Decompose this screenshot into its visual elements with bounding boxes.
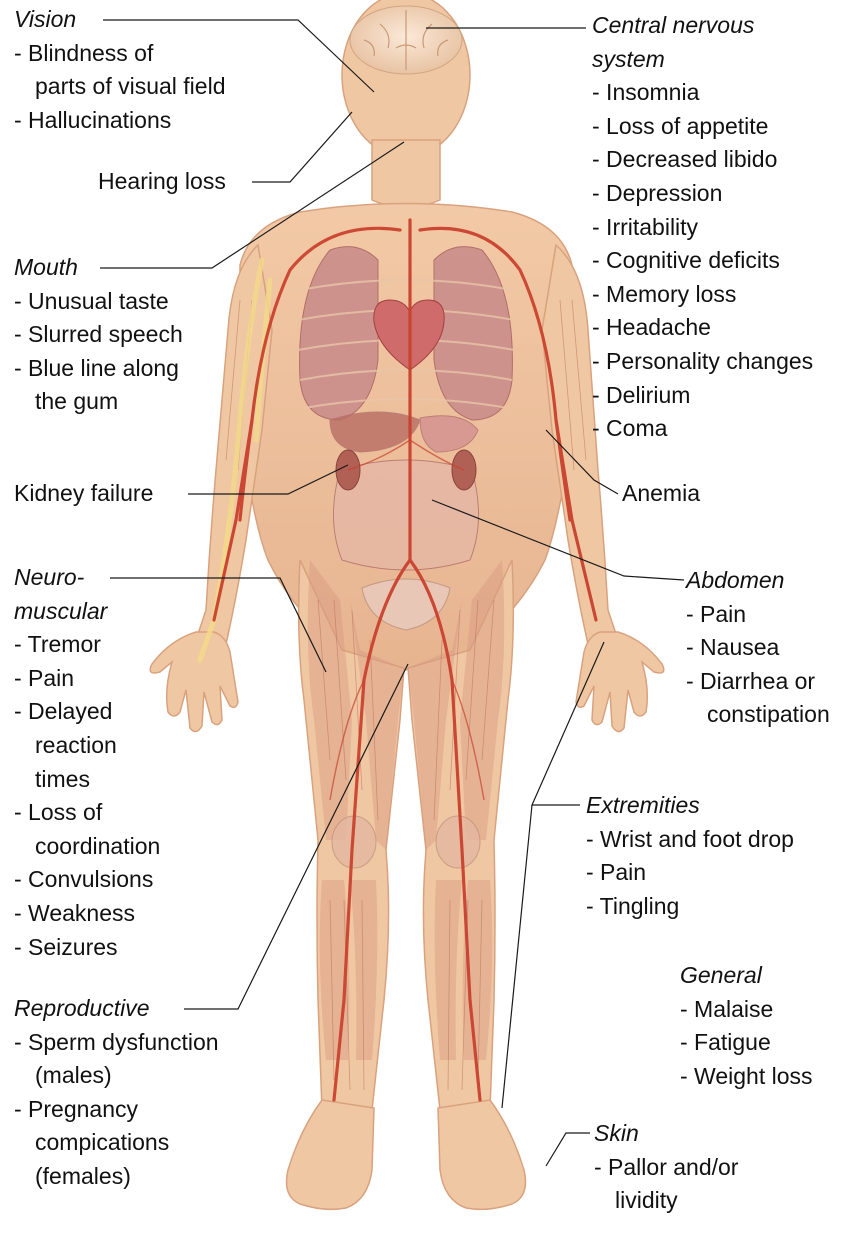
cns-item: - Irritability	[592, 211, 813, 245]
neuromuscular-item: - Pain	[14, 662, 160, 696]
abdomen-item: - Nausea	[686, 631, 830, 665]
cns-heading: Central nervous	[592, 9, 813, 43]
cns-item: - Memory loss	[592, 278, 813, 312]
cns-item: - Headache	[592, 311, 813, 345]
general-heading: General	[680, 959, 813, 993]
vision-item: parts of visual field	[14, 70, 225, 104]
neuromuscular-item: - Tremor	[14, 628, 160, 662]
neck	[372, 140, 440, 208]
extremities-item: - Pain	[586, 856, 794, 890]
brain-icon	[350, 6, 462, 74]
label-cns: Central nervous system - Insomnia - Loss…	[592, 9, 813, 446]
label-abdomen: Abdomen - Pain - Nausea - Diarrhea or co…	[686, 564, 830, 732]
abdomen-item: - Pain	[686, 598, 830, 632]
neuromuscular-heading: muscular	[14, 595, 160, 629]
vision-item: - Hallucinations	[14, 104, 225, 138]
label-mouth: Mouth - Unusual taste - Slurred speech -…	[14, 251, 183, 419]
anemia-text: Anemia	[622, 477, 700, 511]
general-item: - Malaise	[680, 993, 813, 1027]
reproductive-item: - Sperm dysfunction	[14, 1026, 219, 1060]
label-hearing: Hearing loss	[98, 165, 226, 199]
vision-item: - Blindness of	[14, 37, 225, 71]
reproductive-heading: Reproductive	[14, 992, 219, 1026]
left-hand	[150, 632, 238, 732]
cns-item: - Delirium	[592, 379, 813, 413]
neuromuscular-item: - Weakness	[14, 897, 160, 931]
extremities-heading: Extremities	[586, 789, 794, 823]
mouth-item: the gum	[14, 385, 183, 419]
skin-heading: Skin	[594, 1117, 738, 1151]
cns-item: - Decreased libido	[592, 143, 813, 177]
reproductive-item: - Pregnancy	[14, 1093, 219, 1127]
neuromuscular-item: - Loss of	[14, 796, 160, 830]
cns-item: - Depression	[592, 177, 813, 211]
label-vision: Vision - Blindness of parts of visual fi…	[14, 3, 225, 137]
extremities-leader	[532, 642, 604, 805]
mouth-heading: Mouth	[14, 251, 183, 285]
cns-heading: system	[592, 43, 813, 77]
neuromuscular-heading: Neuro-	[14, 561, 160, 595]
mouth-item: - Blue line along	[14, 352, 183, 386]
hearing-text: Hearing loss	[98, 165, 226, 199]
left-arm	[196, 245, 272, 644]
label-general: General - Malaise - Fatigue - Weight los…	[680, 959, 813, 1093]
label-kidney: Kidney failure	[14, 477, 153, 511]
right-foot	[438, 1100, 526, 1209]
cns-item: - Coma	[592, 412, 813, 446]
general-item: - Fatigue	[680, 1026, 813, 1060]
mouth-item: - Unusual taste	[14, 285, 183, 319]
vision-heading: Vision	[14, 3, 225, 37]
kidney-text: Kidney failure	[14, 477, 153, 511]
label-extremities: Extremities - Wrist and foot drop - Pain…	[586, 789, 794, 923]
skin-item: - Pallor and/or	[594, 1151, 738, 1185]
extremities-item: - Wrist and foot drop	[586, 823, 794, 857]
label-anemia: Anemia	[622, 477, 700, 511]
hearing-leader	[252, 112, 352, 182]
abdomen-item: - Diarrhea or	[686, 665, 830, 699]
skin-leader	[546, 1133, 590, 1166]
reproductive-item: compications	[14, 1126, 219, 1160]
right-hand	[576, 632, 664, 732]
abdomen-heading: Abdomen	[686, 564, 830, 598]
neuromuscular-item: coordination	[14, 830, 160, 864]
general-item: - Weight loss	[680, 1060, 813, 1094]
cns-item: - Loss of appetite	[592, 110, 813, 144]
extremities-foot-leader	[502, 805, 532, 1108]
reproductive-item: (females)	[14, 1160, 219, 1194]
cns-item: - Personality changes	[592, 345, 813, 379]
label-skin: Skin - Pallor and/or lividity	[594, 1117, 738, 1218]
neuromuscular-item: - Convulsions	[14, 863, 160, 897]
label-reproductive: Reproductive - Sperm dysfunction (males)…	[14, 992, 219, 1194]
left-foot	[287, 1100, 375, 1209]
abdominal-organs	[330, 412, 479, 570]
extremities-item: - Tingling	[586, 890, 794, 924]
neuromuscular-item: - Seizures	[14, 931, 160, 965]
neuromuscular-item: - Delayed	[14, 695, 160, 729]
abdomen-item: constipation	[686, 698, 830, 732]
mouth-item: - Slurred speech	[14, 318, 183, 352]
cns-item: - Cognitive deficits	[592, 244, 813, 278]
cns-item: - Insomnia	[592, 76, 813, 110]
skin-item: lividity	[594, 1184, 738, 1218]
label-neuromuscular: Neuro- muscular - Tremor - Pain - Delaye…	[14, 561, 160, 964]
human-body-anatomy-icon	[150, 0, 664, 1209]
reproductive-item: (males)	[14, 1059, 219, 1093]
neuromuscular-item: times	[14, 763, 160, 797]
neuromuscular-item: reaction	[14, 729, 160, 763]
